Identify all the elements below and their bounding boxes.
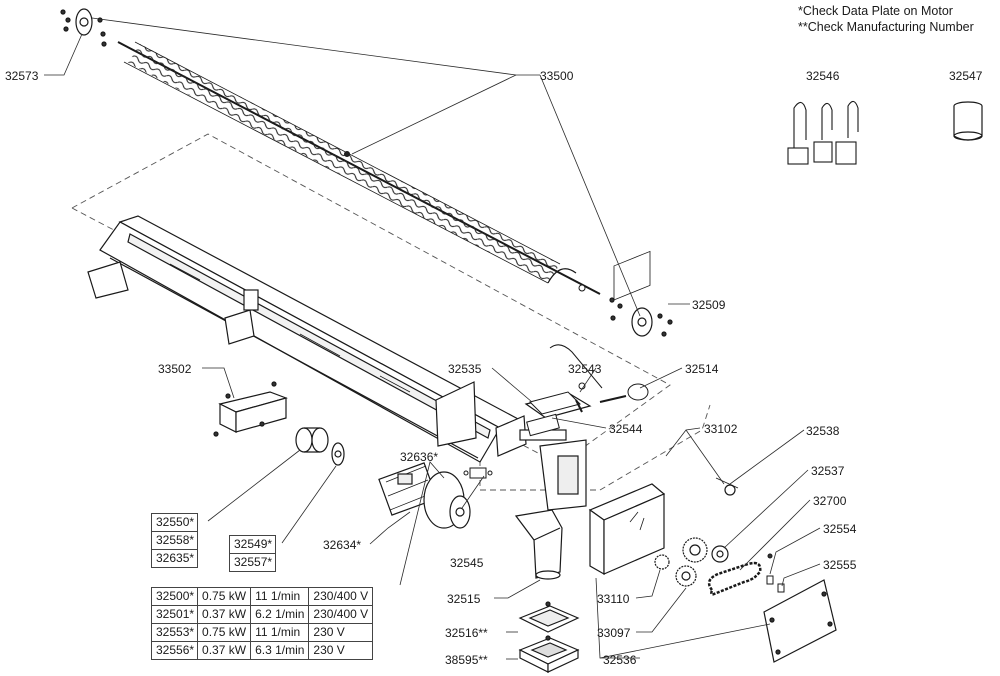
callout-32536: 32536 (603, 653, 637, 667)
table-cell: 11 1/min (250, 587, 310, 606)
table-row: 32550* (150, 513, 199, 532)
table-cell: 0.37 kW (197, 641, 252, 660)
callout-32543: 32543 (568, 362, 602, 376)
table-cell: 230/400 V (308, 605, 374, 624)
notes: *Check Data Plate on Motor **Check Manuf… (798, 3, 974, 35)
table-cell: 11 1/min (250, 623, 310, 642)
table-row: 32556* 0.37 kW 6.3 1/min 230 V (150, 641, 374, 660)
switch-part (463, 467, 493, 479)
cover-plate (763, 579, 837, 663)
coupling (295, 427, 345, 466)
callout-32516: 32516** (445, 626, 488, 640)
callout-32636: 32636* (400, 450, 439, 464)
callout-33500: 33500 (540, 69, 574, 83)
table-row: 32558* (150, 531, 199, 550)
auger-screw (117, 41, 601, 295)
callout-33110: 33110 (597, 592, 630, 606)
table-row: 32501* 0.37 kW 6.2 1/min 230/400 V (150, 605, 374, 624)
outlet-box (519, 393, 592, 511)
table-cell: 32556* (150, 641, 199, 660)
callout-32509: 32509 (692, 298, 726, 312)
motor-table: 32500* 0.75 kW 11 1/min 230/400 V 32501*… (150, 587, 374, 660)
callout-32515: 32515 (447, 592, 481, 606)
kit-table-left: 32550* 32558* 32635* (150, 513, 199, 568)
callout-32547: 32547 (949, 69, 983, 83)
control-box (588, 250, 666, 576)
table-cell: 32558* (150, 531, 199, 550)
table-cell: 230/400 V (308, 587, 374, 606)
bearing-top (60, 8, 107, 47)
chain-links (766, 553, 785, 593)
table-cell: 0.75 kW (197, 587, 252, 606)
callout-33102: 33102 (704, 422, 738, 436)
drive-chain (707, 561, 762, 596)
callout-32544: 32544 (609, 422, 643, 436)
table-cell: 32549* (228, 535, 277, 554)
callout-38595: 38595** (445, 653, 488, 667)
bearing-bottom (609, 297, 673, 337)
callout-32555: 32555 (823, 558, 857, 572)
table-cell: 6.2 1/min (250, 605, 310, 624)
table-cell: 32550* (150, 513, 199, 532)
callout-33502: 33502 (158, 362, 192, 376)
callout-33097: 33097 (597, 626, 631, 640)
table-cell: 32501* (150, 605, 199, 624)
kit-table-right: 32549* 32557* (228, 535, 277, 572)
table-cell: 0.37 kW (197, 605, 252, 624)
table-cell: 6.3 1/min (250, 641, 310, 660)
callout-32537: 32537 (811, 464, 845, 478)
drive-sprockets (654, 477, 739, 587)
callout-32573: 32573 (5, 69, 39, 83)
callout-32700: 32700 (813, 494, 847, 508)
level-probes (787, 100, 859, 165)
table-row: 32635* (150, 549, 199, 568)
container-cup (953, 101, 983, 141)
table-cell: 32635* (150, 549, 199, 568)
mount-plates (518, 601, 580, 673)
mount-block (213, 381, 288, 437)
table-row: 32557* (228, 553, 277, 572)
auger-flights (128, 44, 560, 283)
table-cell: 0.75 kW (197, 623, 252, 642)
callout-32545: 32545 (450, 556, 484, 570)
note-motor: *Check Data Plate on Motor (798, 4, 953, 18)
callout-32538: 32538 (806, 424, 840, 438)
table-row: 32553* 0.75 kW 11 1/min 230 V (150, 623, 374, 642)
callout-32546: 32546 (806, 69, 840, 83)
callout-32554: 32554 (823, 522, 857, 536)
note-manufacturing: **Check Manufacturing Number (798, 20, 974, 34)
table-cell: 230 V (308, 623, 374, 642)
trough-frame (87, 215, 527, 463)
callout-32634: 32634* (323, 538, 362, 552)
callout-32514: 32514 (685, 362, 719, 376)
gear-motor (378, 462, 471, 529)
table-cell: 230 V (308, 641, 374, 660)
hopper (514, 509, 563, 580)
table-cell: 32557* (228, 553, 277, 572)
callout-32535: 32535 (448, 362, 482, 376)
leader-lines (44, 17, 821, 660)
table-cell: 32553* (150, 623, 199, 642)
table-row: 32549* (228, 535, 277, 554)
table-cell: 32500* (150, 587, 199, 606)
table-row: 32500* 0.75 kW 11 1/min 230/400 V (150, 587, 374, 606)
sensor-parts (526, 344, 649, 437)
